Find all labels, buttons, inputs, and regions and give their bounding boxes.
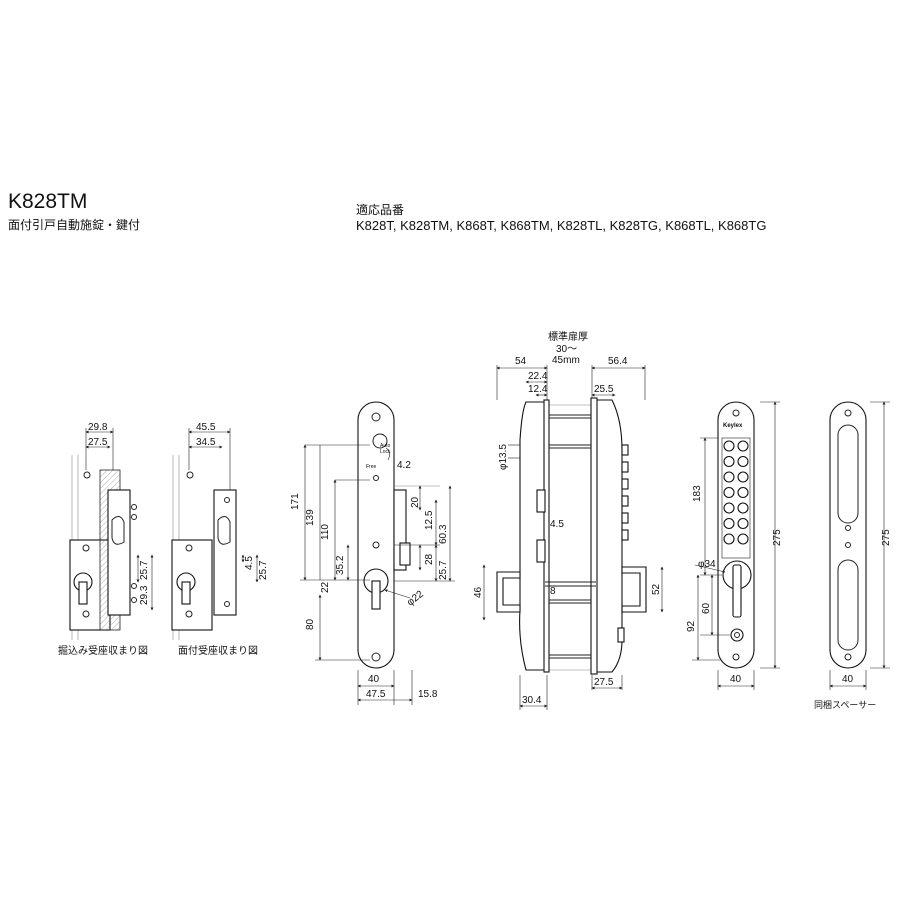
dim-12-5: 12.5 (424, 510, 435, 530)
keypad-key (737, 471, 749, 483)
dim-183: 183 (692, 485, 703, 502)
dim-25-7-b: 25.7 (258, 560, 269, 580)
keypad-key (723, 533, 735, 545)
dim-110: 110 (320, 524, 331, 540)
dim-40-a: 40 (368, 674, 380, 685)
dim-8: 8 (550, 586, 556, 597)
keypad-key (723, 486, 735, 499)
dim-92: 92 (686, 620, 697, 632)
page-subtitle: 面付引戸自動施錠・鍵付 (8, 218, 141, 232)
dim-12-4: 12.4 (528, 384, 548, 395)
applicable-models-label: 適応品番 (356, 203, 405, 217)
keypad-key (737, 533, 749, 545)
page-title: K828TM (8, 190, 88, 213)
keypad-key (737, 517, 749, 530)
dim-phi22: φ22 (405, 589, 426, 609)
keypad-key (723, 471, 735, 483)
dim-275-a: 275 (772, 529, 783, 546)
dim-60-b: 60 (701, 602, 712, 614)
dim-4-5-b: 4.5 (550, 519, 564, 530)
dim-25-7: 25.7 (139, 560, 150, 580)
view-surface-strike: 45.5 34.5 4.5 25.7 面付受座収まり図 (171, 422, 269, 657)
dim-56-4: 56.4 (608, 356, 628, 367)
dim-80: 80 (305, 618, 316, 630)
label-door-thickness-max: 45mm (552, 355, 580, 366)
dim-28: 28 (424, 553, 435, 565)
dim-46: 46 (473, 586, 484, 598)
dim-15-8: 15.8 (418, 689, 438, 700)
dim-139: 139 (305, 509, 316, 526)
dim-phi34: φ34 (698, 559, 716, 570)
dim-34-5: 34.5 (196, 437, 216, 448)
applicable-models-list: K828T, K828TM, K868T, K868TM, K828TL, K8… (356, 218, 767, 233)
keypad-key (723, 440, 735, 452)
view-lock-front: Auto Lock Free 171 139 110 35.2 22 80 4.… (290, 401, 455, 705)
dim-171: 171 (290, 493, 301, 510)
label-door-thickness: 標準扉厚 (548, 330, 588, 343)
dim-29-3: 29.3 (139, 585, 150, 605)
dim-35-2: 35.2 (335, 555, 346, 575)
keypad-key (737, 502, 749, 514)
dim-30-4: 30.4 (522, 695, 542, 706)
dim-45-5: 45.5 (196, 422, 216, 433)
brand-logo: Keylex (723, 423, 743, 429)
view-mortise-strike: 29.8 27.5 25.7 29.3 掘込み受座収まり図 (58, 422, 154, 657)
dim-20: 20 (410, 496, 421, 508)
keypad-key (723, 455, 735, 468)
keypad-buttons (723, 440, 749, 545)
view-side-section: 標準扉厚 30～ 45mm 54 22.4 12.4 56.4 25.5 (473, 330, 664, 710)
dim-25-5: 25.5 (594, 384, 614, 395)
caption-spacer: 同梱スペーサー (814, 699, 876, 710)
keypad-key (723, 502, 735, 514)
dim-47-5: 47.5 (366, 689, 386, 700)
dim-22-4: 22.4 (528, 371, 548, 382)
caption-surface-strike: 面付受座収まり図 (178, 644, 258, 657)
caption-mortise-strike: 掘込み受座収まり図 (58, 644, 148, 657)
dim-4-2: 4.2 (397, 460, 411, 471)
keypad-key (723, 517, 735, 530)
dim-25-7-c: 25.7 (438, 560, 449, 580)
dim-27-5: 27.5 (88, 437, 108, 448)
dim-275-b: 275 (881, 529, 892, 546)
dim-60-3: 60.3 (438, 524, 449, 544)
dim-52: 52 (651, 583, 662, 595)
dim-40-b: 40 (730, 674, 742, 685)
label-auto-lock: Auto (380, 443, 391, 449)
keypad-key (737, 486, 749, 499)
keypad-key (737, 455, 749, 468)
view-keypad-front: Keylex 183 275 φ34 60 92 40 (686, 401, 783, 690)
dim-40-c: 40 (842, 674, 854, 685)
dim-27-5-b: 27.5 (594, 677, 614, 688)
dim-54: 54 (515, 356, 527, 367)
dim-22: 22 (320, 581, 331, 593)
keypad-key (737, 440, 749, 452)
dim-phi13-5: φ13.5 (498, 444, 509, 470)
view-spacer: 275 40 同梱スペーサー (814, 401, 892, 710)
dim-29-8: 29.8 (88, 422, 108, 433)
label-door-thickness-range: 30～ (556, 344, 577, 355)
label-free: Free (366, 464, 377, 470)
dim-4-5: 4.5 (244, 556, 255, 570)
svg-text:Lock: Lock (380, 449, 391, 455)
